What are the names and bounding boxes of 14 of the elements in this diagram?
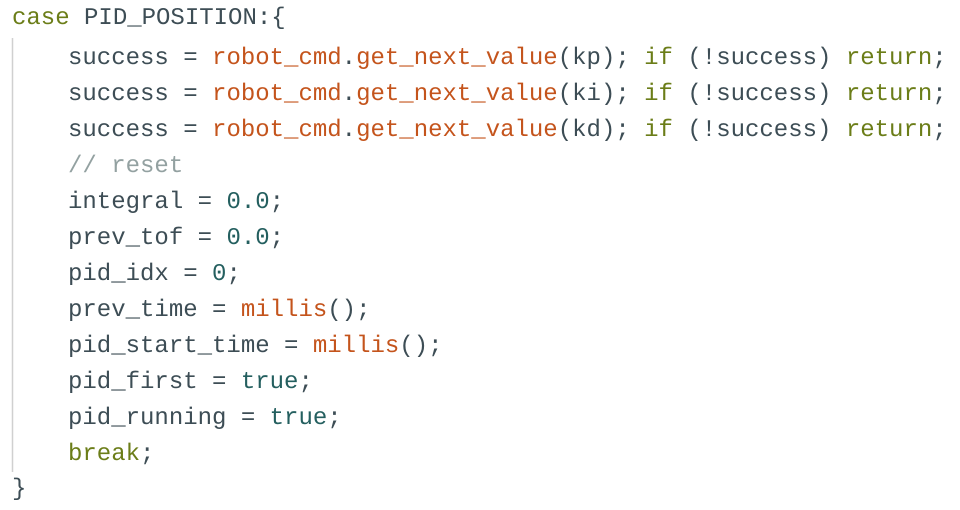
code-line: success = robot_cmd.get_next_value(kd); if (!success) return; [68, 116, 947, 146]
code-line: pid_running = true; [68, 404, 342, 434]
code-line: break; [68, 440, 154, 470]
code-line: prev_time = millis(); [68, 296, 370, 326]
code-line: success = robot_cmd.get_next_value(ki); if (!success) return; [68, 80, 947, 110]
code-line: integral = 0.0; [68, 188, 284, 218]
code-comment: // reset [68, 152, 184, 182]
code-line: prev_tof = 0.0; [68, 224, 284, 254]
code-line: pid_idx = 0; [68, 260, 241, 290]
code-line: pid_start_time = millis(); [68, 332, 442, 362]
code-line: pid_first = true; [68, 368, 313, 398]
code-line: case PID_POSITION:{ [12, 4, 286, 34]
code-line: success = robot_cmd.get_next_value(kp); if (!success) return; [68, 44, 947, 74]
code-line: } [12, 475, 26, 505]
